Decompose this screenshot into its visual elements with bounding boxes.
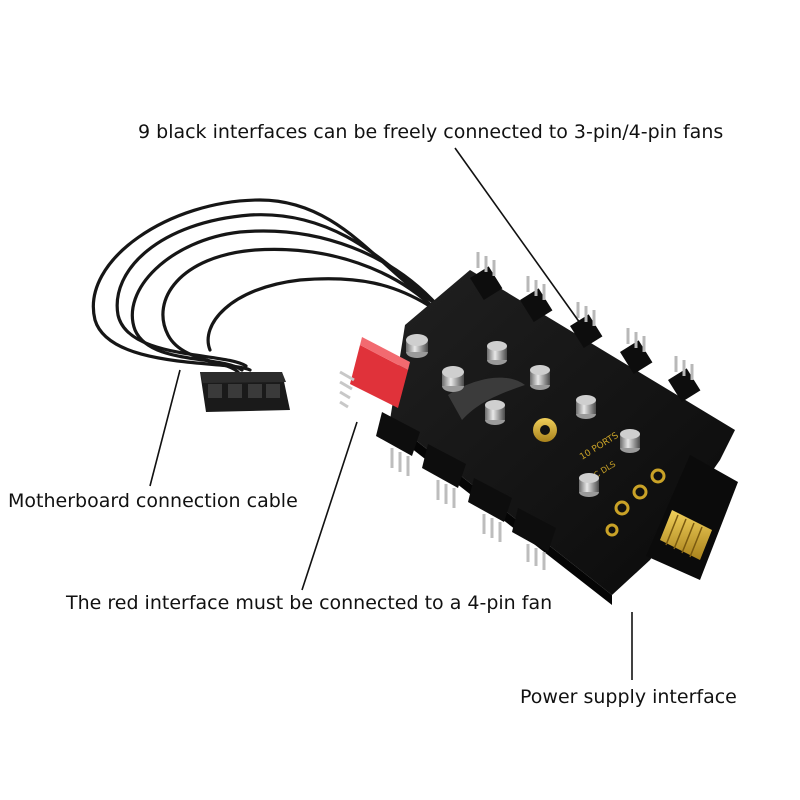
front-fan-headers [376,412,556,570]
callout-black-interfaces: 9 black interfaces can be freely connect… [138,121,724,143]
sata-power-connector [646,455,738,580]
cable [91,198,440,374]
capacitors [406,334,640,497]
back-fan-headers [470,252,701,403]
red-4pin-header [339,337,410,409]
callout-red-interface: The red interface must be connected to a… [66,592,553,614]
motherboard-connector [200,372,290,412]
callout-motherboard-cable: Motherboard connection cable [8,490,298,512]
callout-power-supply: Power supply interface [520,686,737,708]
leader-lines [149,147,633,680]
